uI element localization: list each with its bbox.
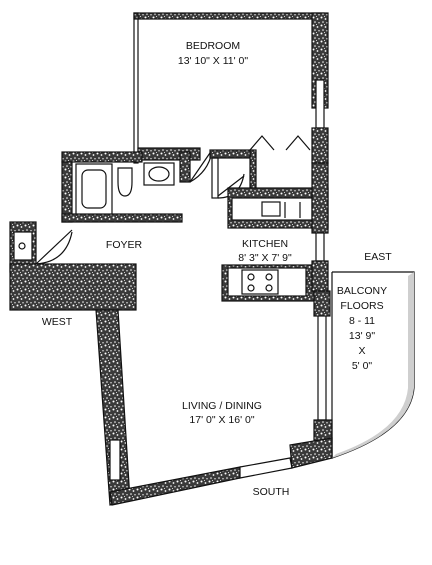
- kitchen: [221, 162, 329, 302]
- balcony-line-4: 13' 9": [349, 330, 375, 342]
- bedroom-size: 13' 10" X 11' 0": [178, 55, 249, 67]
- bedroom-walls: [133, 12, 329, 164]
- closet-doors: [249, 135, 311, 189]
- kitchen-sink: [261, 201, 281, 217]
- foyer-label: FOYER: [106, 239, 143, 251]
- balcony-line-5: X: [358, 345, 365, 357]
- balcony-line-2: FLOORS: [340, 300, 383, 312]
- living-label: LIVING / DINING: [182, 400, 262, 412]
- compass-east: EAST: [364, 251, 392, 263]
- foyer-entry: [9, 221, 137, 311]
- balcony: [331, 271, 415, 459]
- compass-west: WEST: [42, 316, 73, 328]
- bathroom: [61, 149, 213, 223]
- living-walls: [95, 260, 333, 506]
- balcony-line-6: 5' 0": [352, 360, 373, 372]
- toilet: [117, 167, 133, 197]
- kitchen-size: 8' 3" X 7' 9": [238, 252, 292, 264]
- balcony-line-3: 8 - 11: [349, 315, 375, 327]
- living-size: 17' 0" X 16' 0": [189, 414, 254, 426]
- kitchen-label: KITCHEN: [242, 238, 288, 250]
- stove: [241, 269, 279, 295]
- compass-south: SOUTH: [253, 486, 290, 498]
- balcony-line-1: BALCONY: [337, 285, 387, 297]
- bedroom-label: BEDROOM: [186, 40, 240, 52]
